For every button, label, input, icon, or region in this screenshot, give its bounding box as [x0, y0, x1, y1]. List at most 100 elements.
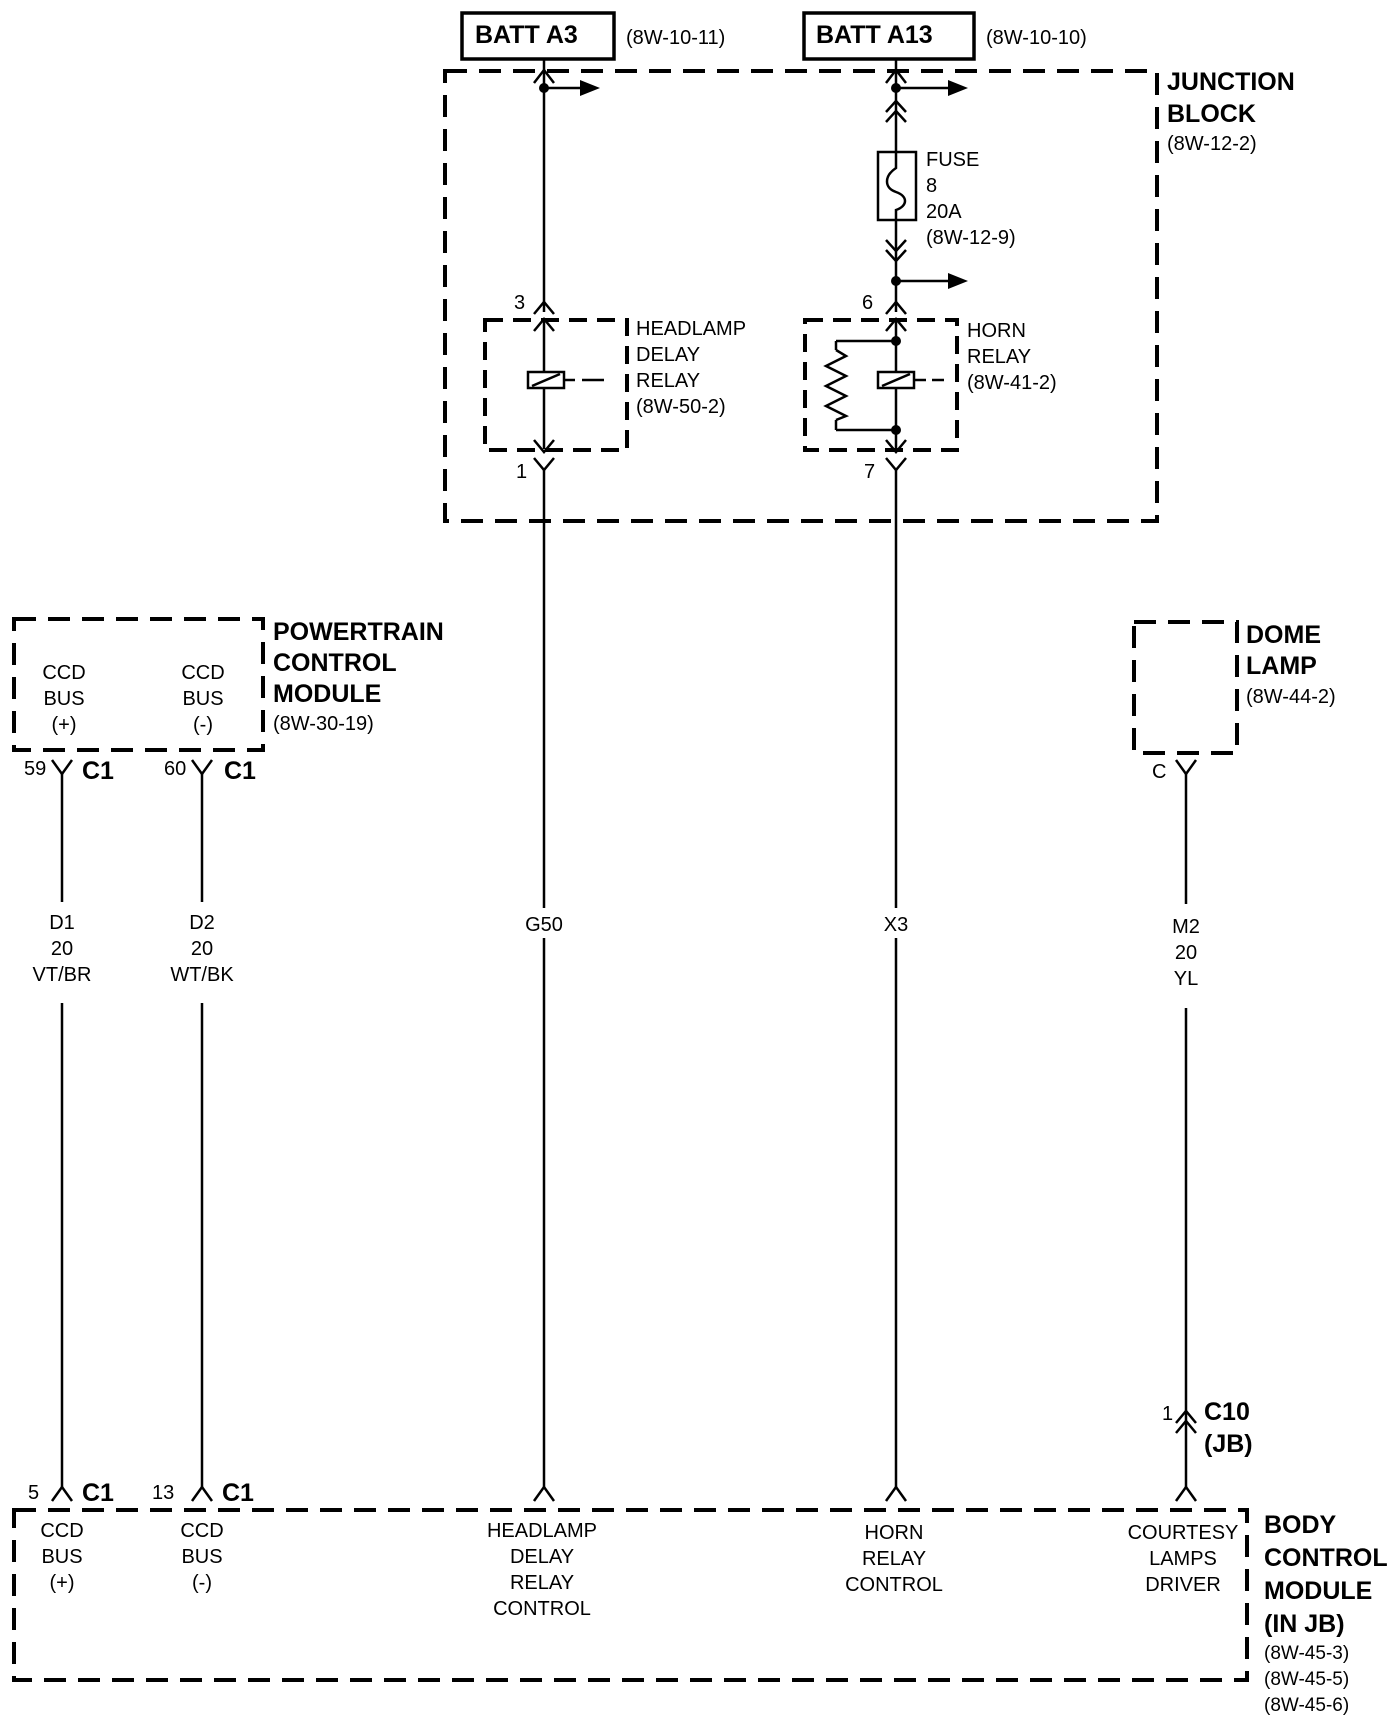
batt-a3-feed — [533, 59, 600, 312]
pcm-title-2: CONTROL — [273, 649, 397, 677]
wire-m2-gauge: 20 — [1175, 942, 1197, 964]
splice-arrow — [580, 80, 600, 96]
pcm-ccd-pos-l3: (+) — [52, 714, 77, 736]
pcm-ccd-pos-l1: CCD — [42, 662, 85, 684]
bcm-ccd-neg-l3: (-) — [192, 1572, 212, 1594]
c10-conn: C10 — [1204, 1398, 1250, 1426]
wire-d2-code: D2 — [189, 912, 215, 934]
dome-lamp-pin-c: C — [1152, 761, 1166, 783]
dome-lamp-title-1: DOME — [1246, 621, 1321, 649]
pcm-ref: (8W-30-19) — [273, 713, 374, 735]
wire-g50-code: G50 — [525, 914, 563, 936]
wire-g50 — [532, 470, 556, 1502]
dome-lamp-ref: (8W-44-2) — [1246, 686, 1336, 708]
bcm-title-1: BODY — [1264, 1511, 1337, 1539]
wire-d2 — [190, 759, 214, 1502]
bcm-horn-l2: RELAY — [862, 1548, 926, 1570]
wire-m2-code: M2 — [1172, 916, 1200, 938]
fuse-rating: 20A — [926, 201, 962, 223]
bcm-ref-3: (8W-45-6) — [1264, 1695, 1349, 1716]
batt-a3-label: BATT A3 — [475, 21, 578, 49]
bcm-conn-c1-neg: C1 — [222, 1479, 254, 1507]
headlamp-relay-label-2: DELAY — [636, 344, 700, 366]
bcm-courtesy-l2: LAMPS — [1149, 1548, 1217, 1570]
wire-d1-code: D1 — [49, 912, 75, 934]
wire-x3 — [884, 470, 908, 1502]
bcm-outline — [12, 1508, 1249, 1682]
headlamp-relay-pin-3: 3 — [514, 292, 525, 314]
wire-m2 — [1174, 759, 1198, 1502]
junction-block-title-2: BLOCK — [1167, 100, 1256, 128]
headlamp-relay-ref: (8W-50-2) — [636, 396, 726, 418]
wire-d1 — [50, 759, 74, 1502]
wire-d2-gauge: 20 — [191, 938, 213, 960]
junction-block-ref: (8W-12-2) — [1167, 133, 1257, 155]
batt-a13-source: BATT A13 — [802, 11, 976, 61]
pcm-ccd-neg-l1: CCD — [181, 662, 224, 684]
dome-lamp-title-2: LAMP — [1246, 652, 1317, 680]
pcm-pin-59: 59 — [24, 758, 46, 780]
pcm-ccd-neg-l3: (-) — [193, 714, 213, 736]
bcm-conn-c1-pos: C1 — [82, 1479, 114, 1507]
horn-relay-label-2: RELAY — [967, 346, 1031, 368]
headlamp-relay-label-3: RELAY — [636, 370, 700, 392]
wire-x3-code: X3 — [884, 914, 908, 936]
horn-relay-ref: (8W-41-2) — [967, 372, 1057, 394]
bcm-ccd-pos-l2: BUS — [41, 1546, 82, 1568]
horn-relay: 6 7 — [803, 292, 959, 483]
fuse-label: FUSE — [926, 149, 979, 171]
wire-d2-color: WT/BK — [170, 964, 234, 986]
c10-pin: 1 — [1162, 1403, 1173, 1425]
wire-m2-color: YL — [1174, 968, 1198, 990]
headlamp-relay-pin-1: 1 — [516, 461, 527, 483]
bcm-headlamp-l1: HEADLAMP — [487, 1520, 597, 1542]
dome-lamp-outline — [1132, 620, 1239, 755]
pcm-ccd-pos-l2: BUS — [43, 688, 84, 710]
wire-d1-gauge: 20 — [51, 938, 73, 960]
fuse-ref: (8W-12-9) — [926, 227, 1016, 249]
bcm-pin-13: 13 — [152, 1482, 174, 1504]
bcm-ccd-neg-l1: CCD — [180, 1520, 223, 1542]
pcm-conn-c1-pos: C1 — [82, 757, 114, 785]
horn-relay-pin-7: 7 — [864, 461, 875, 483]
bcm-headlamp-l4: CONTROL — [493, 1598, 591, 1620]
splice-arrow — [948, 80, 968, 96]
bcm-courtesy-l1: COURTESY — [1128, 1522, 1239, 1544]
pcm-ccd-neg-l2: BUS — [182, 688, 223, 710]
pcm-outline — [12, 617, 265, 752]
pcm-pin-60: 60 — [164, 758, 186, 780]
pcm-title-3: MODULE — [273, 680, 381, 708]
batt-a13-label: BATT A13 — [816, 21, 933, 49]
junction-block-title-1: JUNCTION — [1167, 68, 1295, 96]
pcm-conn-c1-neg: C1 — [224, 757, 256, 785]
wire-d1-color: VT/BR — [33, 964, 92, 986]
bcm-horn-l1: HORN — [865, 1522, 924, 1544]
horn-relay-pin-6: 6 — [862, 292, 873, 314]
headlamp-relay-label-1: HEADLAMP — [636, 318, 746, 340]
headlamp-delay-relay: 3 1 — [483, 292, 629, 483]
batt-a3-ref: (8W-10-11) — [626, 27, 725, 49]
bcm-ref-2: (8W-45-5) — [1264, 1669, 1349, 1690]
bcm-ccd-neg-l2: BUS — [181, 1546, 222, 1568]
bcm-title-3: MODULE — [1264, 1577, 1372, 1605]
bcm-horn-l3: CONTROL — [845, 1574, 943, 1596]
bcm-title-2: CONTROL — [1264, 1544, 1388, 1572]
batt-a3-source: BATT A3 — [460, 11, 616, 61]
pcm-title-1: POWERTRAIN — [273, 618, 444, 646]
bcm-courtesy-l3: DRIVER — [1145, 1574, 1221, 1596]
bcm-pin-5: 5 — [28, 1482, 39, 1504]
bcm-ccd-pos-l1: CCD — [40, 1520, 83, 1542]
bcm-ref-1: (8W-45-3) — [1264, 1643, 1349, 1664]
junction-block-outline — [443, 69, 1159, 523]
bcm-title-4: (IN JB) — [1264, 1610, 1345, 1638]
bcm-ccd-pos-l3: (+) — [50, 1572, 75, 1594]
fuse-number: 8 — [926, 175, 937, 197]
c10-sub: (JB) — [1204, 1430, 1253, 1458]
horn-relay-label-1: HORN — [967, 320, 1026, 342]
splice-arrow — [948, 273, 968, 289]
bcm-headlamp-l3: RELAY — [510, 1572, 574, 1594]
bcm-headlamp-l2: DELAY — [510, 1546, 574, 1568]
batt-a13-ref: (8W-10-10) — [986, 27, 1087, 49]
fuse-8-symbol — [876, 150, 918, 222]
